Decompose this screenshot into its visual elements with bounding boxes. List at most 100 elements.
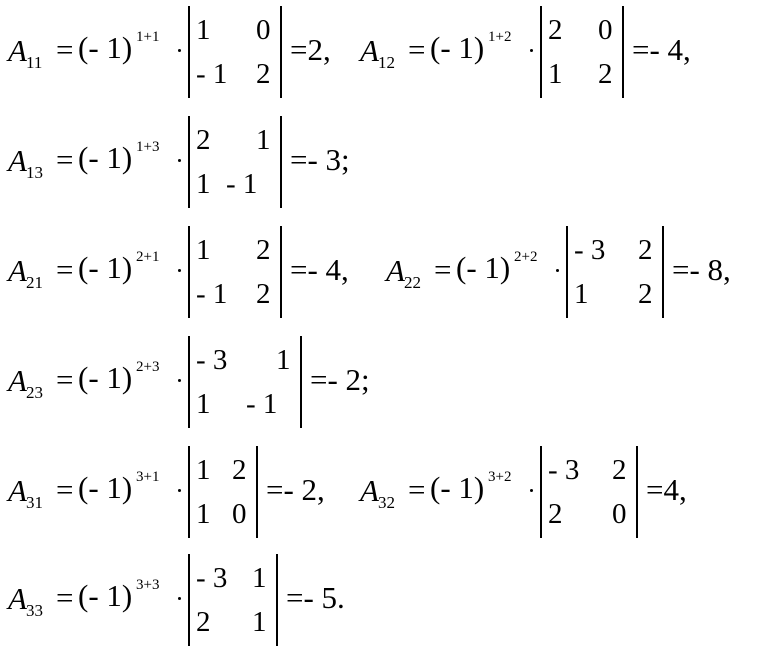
determinant-left-bar <box>188 116 190 208</box>
sign-exponent: 3+2 <box>488 469 512 485</box>
matrix-entry: 2 <box>256 58 271 90</box>
determinant-right-bar <box>280 6 282 98</box>
sign-exponent: 1+1 <box>136 29 160 45</box>
sign-base: (- 1) <box>78 250 133 285</box>
determinant-right-bar <box>300 336 302 428</box>
multiply-dot <box>178 159 181 162</box>
cofactor-letter: A <box>386 253 405 288</box>
matrix-entry: 0 <box>256 14 271 46</box>
multiply-dot <box>178 49 181 52</box>
matrix-entry: 1 <box>252 606 267 638</box>
matrix-entry: 2 <box>196 124 211 156</box>
determinant-left-bar <box>540 446 542 538</box>
matrix-entry: 1 <box>196 498 211 530</box>
cofactor-subscript: 13 <box>26 163 43 182</box>
equals-sign: = <box>434 252 452 287</box>
determinant-right-bar <box>622 6 624 98</box>
sign-base: (- 1) <box>430 30 485 65</box>
matrix-entry: 2 <box>256 278 271 310</box>
determinant-left-bar <box>188 6 190 98</box>
cofactor-letter: A <box>8 33 27 68</box>
matrix-entry: 2 <box>548 498 563 530</box>
determinant-left-bar <box>188 336 190 428</box>
sign-exponent: 2+2 <box>514 249 538 265</box>
equals-sign: = <box>56 580 74 615</box>
matrix-entry: 1 <box>252 562 267 594</box>
cofactor-letter: A <box>8 473 27 508</box>
cofactor-letter: A <box>360 33 379 68</box>
cofactor-letter: A <box>8 253 27 288</box>
matrix-entry: 1 <box>276 344 291 376</box>
determinant-result: =- 2, <box>266 472 325 507</box>
cofactor-subscript: 33 <box>26 601 43 620</box>
matrix-entry: 2 <box>196 606 211 638</box>
matrix-entry: 2 <box>256 234 271 266</box>
matrix-entry: - 1 <box>196 278 228 310</box>
matrix-entry: 1 <box>196 234 211 266</box>
matrix-entry: - 1 <box>196 58 228 90</box>
matrix-entry: - 1 <box>226 168 258 200</box>
equals-sign: = <box>56 362 74 397</box>
equals-sign: = <box>408 32 426 67</box>
matrix-entry: - 3 <box>196 344 228 376</box>
multiply-dot <box>178 597 181 600</box>
cofactor-subscript: 31 <box>26 493 43 512</box>
determinant-right-bar <box>276 554 278 646</box>
matrix-entry: 1 <box>574 278 589 310</box>
matrix-entry: - 1 <box>246 388 278 420</box>
cofactor-subscript: 23 <box>26 383 43 402</box>
sign-base: (- 1) <box>78 578 133 613</box>
multiply-dot <box>530 49 533 52</box>
determinant-right-bar <box>256 446 258 538</box>
determinant-left-bar <box>188 554 190 646</box>
cofactor-subscript: 12 <box>378 53 395 72</box>
equals-sign: = <box>56 472 74 507</box>
matrix-entry: 2 <box>598 58 613 90</box>
determinant-right-bar <box>662 226 664 318</box>
sign-base: (- 1) <box>430 470 485 505</box>
determinant-right-bar <box>280 116 282 208</box>
matrix-entry: 1 <box>196 168 211 200</box>
multiply-dot <box>178 489 181 492</box>
matrix-entry: 1 <box>196 454 211 486</box>
matrix-entry: 2 <box>548 14 563 46</box>
matrix-entry: - 3 <box>548 454 580 486</box>
determinant-right-bar <box>280 226 282 318</box>
cofactor-subscript: 22 <box>404 273 421 292</box>
matrix-entry: 1 <box>196 14 211 46</box>
multiply-dot <box>530 489 533 492</box>
equals-sign: = <box>56 142 74 177</box>
matrix-entry: 1 <box>196 388 211 420</box>
determinant-result: =- 4, <box>632 32 691 67</box>
determinant-result: =2, <box>290 32 331 67</box>
sign-exponent: 2+1 <box>136 249 160 265</box>
determinant-left-bar <box>540 6 542 98</box>
matrix-entry: - 3 <box>196 562 228 594</box>
matrix-entry: 2 <box>612 454 627 486</box>
determinant-result: =- 3; <box>290 142 350 177</box>
determinant-left-bar <box>188 226 190 318</box>
equals-sign: = <box>408 472 426 507</box>
matrix-entry: 2 <box>638 278 653 310</box>
determinant-result: =- 8, <box>672 252 731 287</box>
determinant-result: =- 2; <box>310 362 370 397</box>
sign-base: (- 1) <box>78 30 133 65</box>
matrix-entry: 0 <box>598 14 613 46</box>
matrix-entry: - 3 <box>574 234 606 266</box>
sign-base: (- 1) <box>78 140 133 175</box>
determinant-right-bar <box>636 446 638 538</box>
cofactor-subscript: 21 <box>26 273 43 292</box>
determinant-result: =- 5. <box>286 580 345 615</box>
multiply-dot <box>178 379 181 382</box>
determinant-result: =- 4, <box>290 252 349 287</box>
determinant-left-bar <box>566 226 568 318</box>
cofactor-letter: A <box>8 143 27 178</box>
determinant-result: =4, <box>646 472 687 507</box>
multiply-dot <box>178 269 181 272</box>
multiply-dot <box>556 269 559 272</box>
sign-exponent: 1+3 <box>136 139 160 155</box>
sign-base: (- 1) <box>456 250 511 285</box>
sign-base: (- 1) <box>78 470 133 505</box>
sign-base: (- 1) <box>78 360 133 395</box>
cofactor-letter: A <box>8 363 27 398</box>
